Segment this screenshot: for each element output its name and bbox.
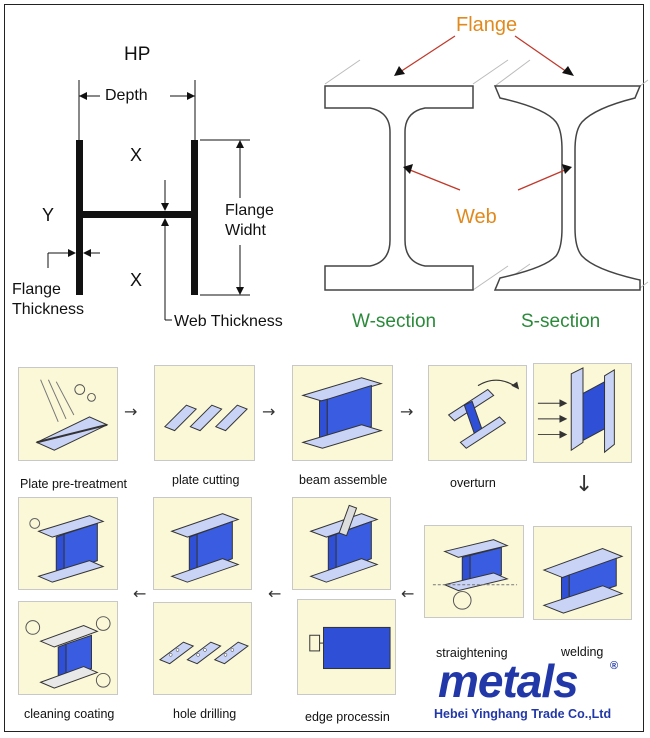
step-hole-drilling-panel [153, 602, 252, 695]
x-axis-label-bottom: X [130, 270, 143, 290]
step-label-plate-cutting: plate cutting [172, 473, 240, 487]
step-label-beam-assemble: beam assemble [299, 473, 388, 487]
plate-pretreatment-icon [35, 379, 109, 451]
step-plate-cutting-panel [154, 365, 255, 461]
step-beam-assemble-panel [292, 365, 393, 461]
brand-logo: metals [438, 655, 579, 707]
step-label-straightening: straightening [436, 646, 508, 660]
step-label-plate-pretreatment: Plate pre-treatment [20, 477, 127, 491]
s-section-label: S-section [521, 311, 601, 332]
step-label-cleaning-coating: cleaning coating [24, 707, 115, 721]
hp-web [83, 211, 191, 218]
step-overturn-panel [428, 365, 527, 461]
step-label-edge-processing: edge processin [305, 710, 390, 724]
x-axis-label-top: X [130, 145, 143, 165]
hp-title: HP [124, 44, 151, 65]
flange-widht-label-1: Flange [225, 202, 274, 219]
flange-thickness-label-1: Flange [12, 281, 61, 298]
flow-arrow-left-1: ← [133, 584, 147, 603]
flow-arrow-down: ↓ [575, 472, 594, 497]
plate-cutting-icon [163, 404, 248, 432]
cleaning-coating-icon [25, 616, 111, 689]
depth-label: Depth [105, 87, 148, 104]
step-drilled-beam-panel [153, 497, 252, 590]
flange-label: Flange [456, 14, 518, 36]
flange-arrow-left [399, 35, 456, 73]
flange-thickness-label-2: Thickness [12, 301, 85, 318]
cut-beam-icon [309, 504, 379, 583]
step-label-welding: welding [561, 645, 604, 659]
web-arrow-right [517, 169, 566, 191]
step-straightening-panel [424, 525, 524, 618]
registered-mark: ® [610, 660, 619, 672]
overturn-icon [447, 379, 520, 449]
step-finished-beam-panel [18, 497, 118, 590]
flow-arrow-right-3: → [400, 402, 414, 421]
figure-frame [4, 4, 644, 732]
step-cut-beam-panel [292, 497, 391, 590]
step-label-overturn: overturn [450, 476, 496, 490]
hp-left-flange [76, 140, 83, 295]
edge-processing-icon [309, 626, 391, 670]
flow-arrow-right-2: → [262, 402, 276, 421]
step-label-hole-drilling: hole drilling [173, 707, 237, 721]
welding-icon [542, 548, 624, 614]
step-welding-panel [533, 526, 632, 620]
flange-widht-label-2: Widht [225, 222, 266, 239]
beam-assemble-icon [301, 377, 383, 449]
step-cleaning-coating-panel [18, 601, 118, 695]
hole-drilling-icon [158, 641, 249, 665]
finished-beam-icon [29, 515, 105, 583]
flange-arrow-right [514, 35, 568, 73]
web-label: Web [456, 206, 497, 228]
flow-arrow-right-1: → [124, 402, 138, 421]
hp-right-flange [191, 140, 198, 295]
step-welding-fixture-panel [533, 363, 632, 463]
step-plate-pretreatment-panel [18, 367, 118, 461]
s-section-shape [493, 85, 642, 291]
web-thickness-label: Web Thickness [174, 313, 283, 330]
flow-arrow-left-3: ← [401, 584, 415, 603]
y-axis-label: Y [42, 205, 55, 225]
flow-arrow-left-2: ← [268, 584, 282, 603]
step-edge-processing-panel [297, 599, 396, 695]
company-name: Hebei Yinghang Trade Co.,Ltd [434, 707, 612, 721]
drilled-beam-icon [170, 513, 240, 583]
w-section-shape [324, 85, 474, 291]
w-section-label: W-section [352, 311, 437, 332]
web-arrow-left [409, 169, 461, 191]
welding-fixture-icon [537, 367, 615, 454]
straightening-icon [432, 539, 518, 610]
